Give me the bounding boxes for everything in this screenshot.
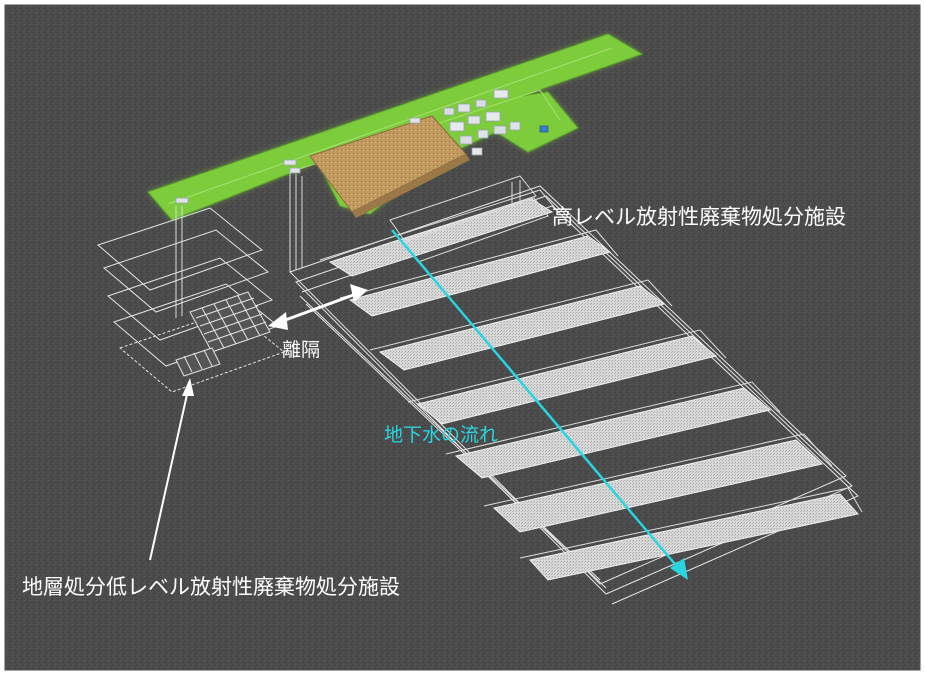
llw-facility-label: 地層処分低レベル放射性廃棄物処分施設 — [22, 575, 400, 599]
hlw-repository — [289, 175, 863, 605]
groundwater-flow-label: 地下水の流れ — [384, 424, 499, 446]
llw-vault-grid — [175, 291, 271, 377]
llw-pointer-arrow — [149, 378, 194, 561]
groundwater-flow-arrow — [391, 229, 688, 580]
separation-label: 離隔 — [282, 339, 321, 361]
excavation-pit — [309, 115, 470, 218]
separation-arrow — [268, 284, 368, 330]
hlw-facility-label: 高レベル放射性廃棄物処分施設 — [552, 205, 846, 229]
surface-facility — [147, 33, 644, 221]
llw-repository — [97, 207, 286, 393]
facility-buildings — [175, 89, 549, 204]
access-shafts — [175, 172, 521, 318]
hlw-disposal-panels — [328, 197, 859, 581]
